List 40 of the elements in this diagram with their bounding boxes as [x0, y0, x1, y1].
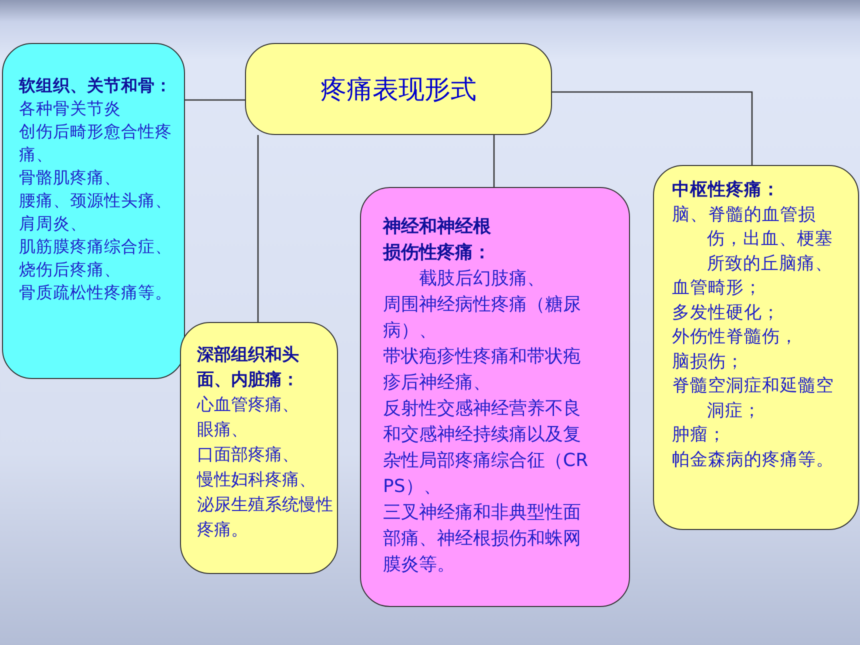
- connector-line: [185, 99, 245, 101]
- list-item: 创伤后畸形愈合性疼痛、: [19, 121, 173, 166]
- list-item: 脊髓空洞症和延髓空洞症；: [672, 375, 835, 422]
- list-item: 烧伤后疼痛、: [19, 259, 122, 281]
- category-box: [2, 43, 185, 379]
- category-box: [653, 165, 859, 530]
- list-item: 反射性交感神经营养不良和交感神经持续痛以及复杂性局部疼痛综合征（CRPS）、: [383, 397, 590, 499]
- list-item: 眼痛、: [197, 419, 249, 442]
- list-item: 带状疱疹性疼痛和带状疱疹后神经痛、: [383, 345, 582, 395]
- list-item: 腰痛、颈源性头痛、: [19, 190, 173, 212]
- list-item: 多发性硬化；: [672, 302, 781, 324]
- category-heading: 神经和神经根损伤性疼痛：: [383, 215, 492, 265]
- category-box: [180, 322, 338, 574]
- list-item: 截肢后幻肢痛、: [418, 267, 546, 291]
- list-item: 肩周炎、: [19, 213, 88, 235]
- connector-line: [257, 135, 259, 322]
- category-box: [360, 187, 630, 607]
- list-item: 外伤性脊髓伤，: [672, 326, 799, 349]
- list-item: 骨骼肌疼痛、: [19, 167, 122, 189]
- list-item: 周围神经病性疼痛（糖尿病）、: [383, 293, 582, 343]
- list-item: 脑、脊髓的血管损伤，出血、梗塞所致的丘脑痛、: [672, 204, 834, 276]
- list-item: 心血管疼痛、: [197, 394, 300, 417]
- connector-line: [552, 91, 753, 165]
- category-heading: 软组织、关节和骨：: [19, 75, 173, 97]
- list-item: 口面部疼痛、: [197, 444, 300, 467]
- list-item: 肿瘤；: [672, 424, 727, 447]
- list-item: 慢性妇科疼痛、: [197, 469, 317, 492]
- category-heading: 中枢性疼痛：: [672, 179, 781, 202]
- category-heading: 深部组织和头面、内脏痛：: [197, 344, 300, 392]
- list-item: 帕金森病的疼痛等。: [672, 448, 835, 472]
- list-item: 各种骨关节炎: [19, 98, 122, 120]
- node-label: 疼痛表现形式: [320, 74, 478, 107]
- list-item: 泌尿生殖系统慢性疼痛。: [197, 494, 333, 542]
- title-box: [245, 43, 552, 135]
- list-item: 血管畸形；: [672, 277, 763, 300]
- list-item: 三叉神经痛和非典型性面部痛、神经根损伤和蛛网膜炎等。: [383, 501, 582, 577]
- connector-line: [493, 135, 495, 187]
- list-item: 脑损伤；: [672, 350, 745, 374]
- list-item: 肌筋膜疼痛综合症、: [19, 236, 173, 258]
- list-item: 骨质疏松性疼痛等。: [19, 282, 173, 304]
